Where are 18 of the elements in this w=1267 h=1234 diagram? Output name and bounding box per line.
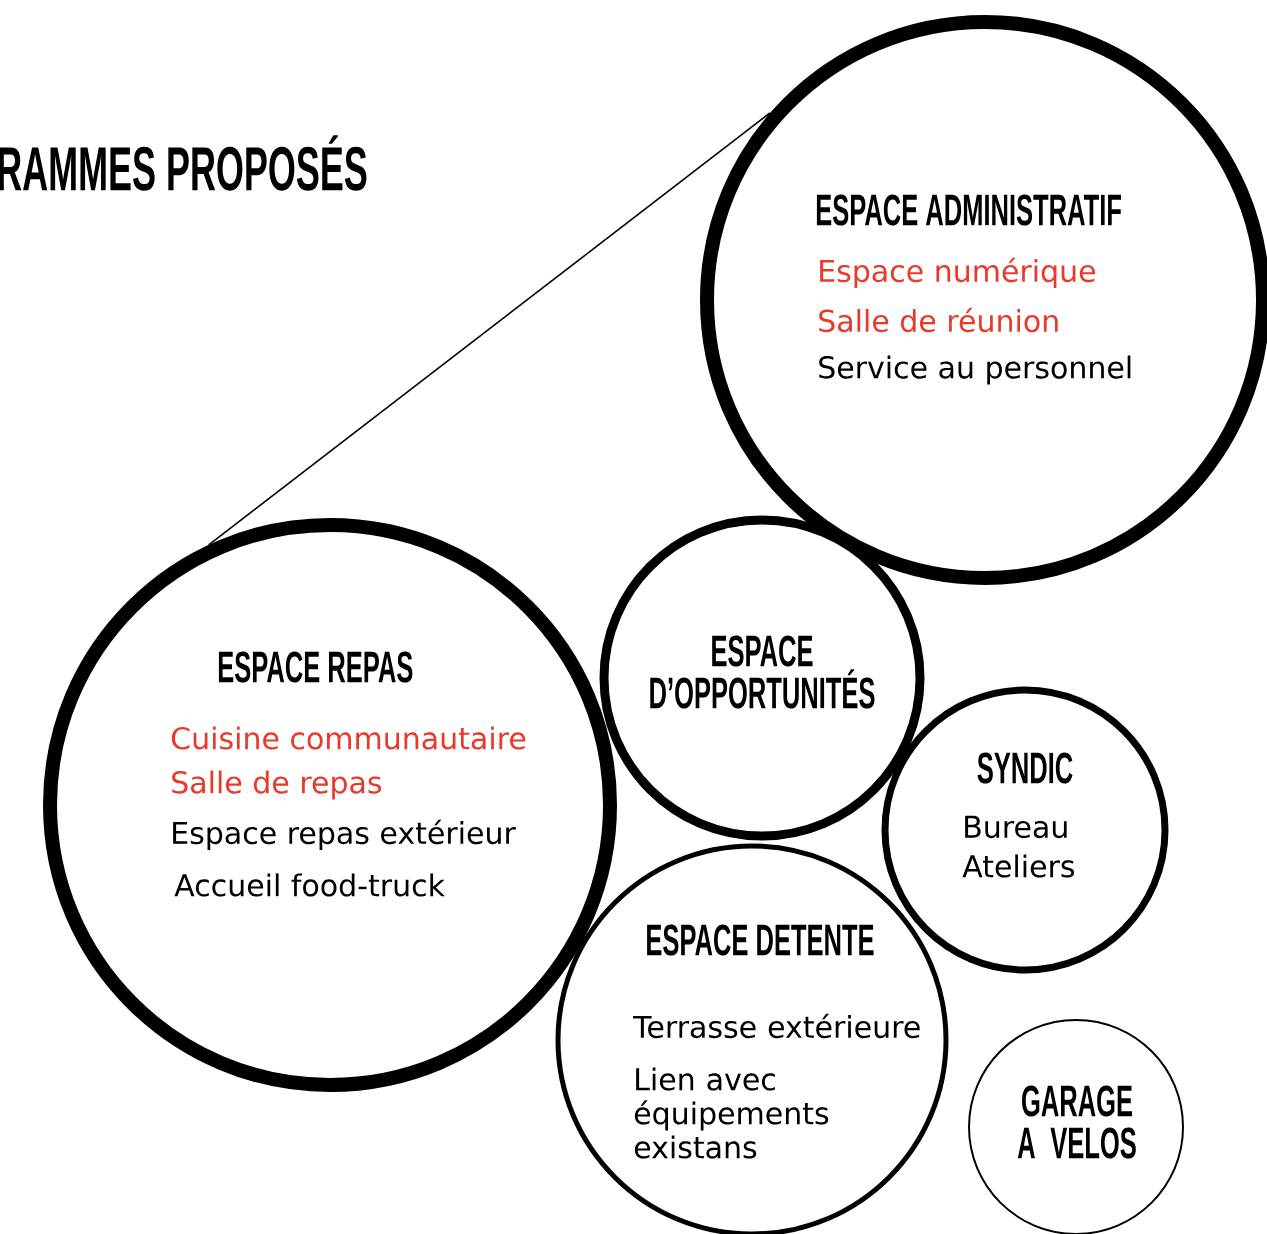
heading: SYNDIC — [977, 752, 1073, 784]
heading: ESPACE DETENTE — [647, 924, 874, 956]
list-item: Lien avec équipements existans — [634, 1067, 829, 1159]
list-item: Accueil food-truck — [174, 873, 445, 897]
list-item: Ateliers — [962, 854, 1075, 878]
list-item: Service au personnel — [819, 355, 1131, 385]
list-item: Terrasse extérieure — [633, 1013, 920, 1039]
list-item: Espace numérique — [820, 257, 1095, 289]
list-item: Salle de repas — [172, 770, 382, 800]
list-item: Bureau — [965, 815, 1067, 839]
connector-line — [207, 112, 771, 546]
heading: ESPACE REPAS — [218, 651, 413, 683]
list-item: Espace repas extérieur — [173, 819, 516, 851]
heading: GARAGE A VELOS — [1017, 1085, 1136, 1159]
heading: ESPACE ADMINISTRATIF — [816, 194, 1121, 226]
list-item: Salle de réunion — [819, 307, 1058, 333]
list-item: Cuisine communautaire — [171, 726, 526, 750]
heading: ESPACE D’OPPORTUNITÉS — [650, 635, 875, 709]
